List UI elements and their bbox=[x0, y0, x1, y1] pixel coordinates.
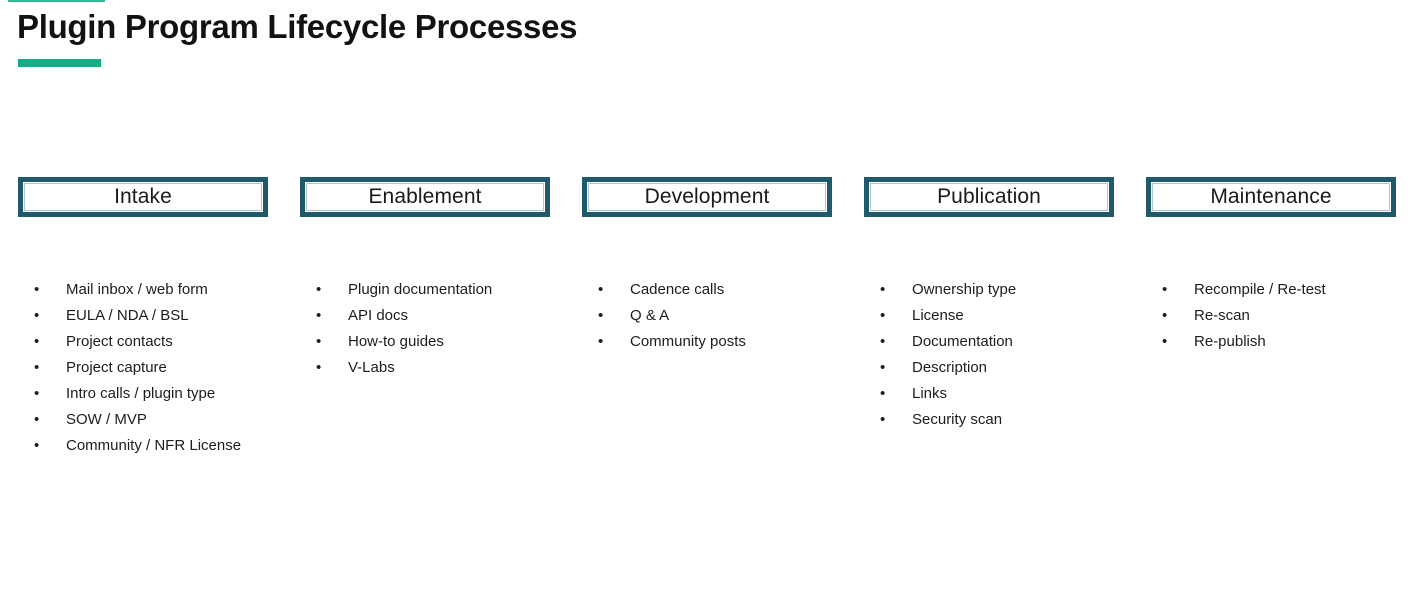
list-item: Cadence calls bbox=[582, 277, 832, 303]
stage-header-label: Enablement bbox=[368, 185, 482, 208]
stage-columns: Intake Mail inbox / web formEULA / NDA /… bbox=[18, 177, 1396, 459]
list-item: Project contacts bbox=[18, 329, 268, 355]
list-item: Mail inbox / web form bbox=[18, 277, 268, 303]
stage-header-label: Publication bbox=[937, 185, 1041, 208]
list-item: License bbox=[864, 303, 1114, 329]
stage-column-development: Development Cadence callsQ & ACommunity … bbox=[582, 177, 832, 459]
list-item: Project capture bbox=[18, 355, 268, 381]
top-edge-accent-bar bbox=[8, 0, 105, 2]
stage-column-enablement: Enablement Plugin documentationAPI docsH… bbox=[300, 177, 550, 459]
stage-item-list: Cadence callsQ & ACommunity posts bbox=[582, 277, 832, 355]
stage-header-label: Maintenance bbox=[1210, 185, 1332, 208]
list-item: Documentation bbox=[864, 329, 1114, 355]
list-item: SOW / MVP bbox=[18, 407, 268, 433]
stage-header-box: Maintenance bbox=[1146, 177, 1396, 217]
list-item: Community / NFR License bbox=[18, 433, 268, 459]
stage-item-list: Recompile / Re-testRe-scanRe-publish bbox=[1146, 277, 1396, 355]
stage-header-label: Intake bbox=[114, 185, 172, 208]
stage-header-box: Publication bbox=[864, 177, 1114, 217]
title-accent-bar bbox=[18, 59, 101, 67]
stage-column-intake: Intake Mail inbox / web formEULA / NDA /… bbox=[18, 177, 268, 459]
stage-item-list: Ownership typeLicenseDocumentationDescri… bbox=[864, 277, 1114, 433]
list-item: Re-scan bbox=[1146, 303, 1396, 329]
list-item: Description bbox=[864, 355, 1114, 381]
stage-header-box: Intake bbox=[18, 177, 268, 217]
list-item: Plugin documentation bbox=[300, 277, 550, 303]
page-title: Plugin Program Lifecycle Processes bbox=[17, 8, 578, 45]
list-item: Re-publish bbox=[1146, 329, 1396, 355]
stage-header-box: Enablement bbox=[300, 177, 550, 217]
stage-column-maintenance: Maintenance Recompile / Re-testRe-scanRe… bbox=[1146, 177, 1396, 459]
stage-item-list: Mail inbox / web formEULA / NDA / BSLPro… bbox=[18, 277, 268, 459]
list-item: API docs bbox=[300, 303, 550, 329]
list-item: Security scan bbox=[864, 407, 1114, 433]
list-item: Q & A bbox=[582, 303, 832, 329]
list-item: EULA / NDA / BSL bbox=[18, 303, 268, 329]
stage-header-label: Development bbox=[644, 185, 770, 208]
list-item: Intro calls / plugin type bbox=[18, 381, 268, 407]
list-item: Recompile / Re-test bbox=[1146, 277, 1396, 303]
list-item: Community posts bbox=[582, 329, 832, 355]
list-item: Links bbox=[864, 381, 1114, 407]
list-item: V-Labs bbox=[300, 355, 550, 381]
list-item: Ownership type bbox=[864, 277, 1114, 303]
list-item: How-to guides bbox=[300, 329, 550, 355]
stage-column-publication: Publication Ownership typeLicenseDocumen… bbox=[864, 177, 1114, 459]
stage-header-box: Development bbox=[582, 177, 832, 217]
stage-item-list: Plugin documentationAPI docsHow-to guide… bbox=[300, 277, 550, 381]
